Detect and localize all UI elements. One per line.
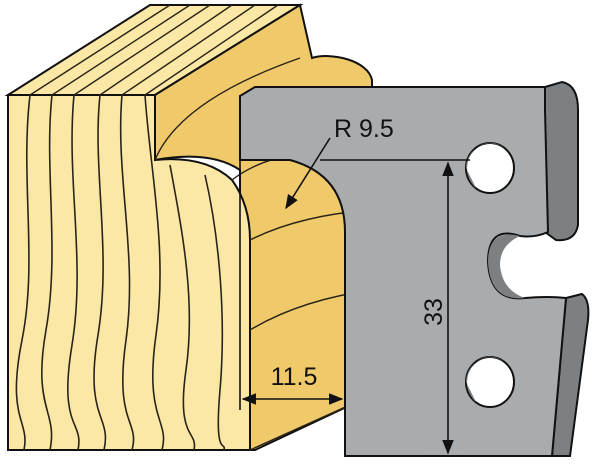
wood-top-grain [29, 4, 279, 96]
blade-side-face [544, 80, 590, 457]
blade-notch-shadow [488, 234, 525, 299]
knife-blade [239, 80, 590, 457]
wood-grain-lines [15, 94, 226, 451]
dimension-lines [239, 137, 470, 457]
depth-label: 11.5 [271, 363, 318, 391]
radius-leader-arrow [285, 137, 331, 210]
height-label: 33 [420, 298, 448, 326]
radius-label: R 9.5 [334, 115, 394, 143]
